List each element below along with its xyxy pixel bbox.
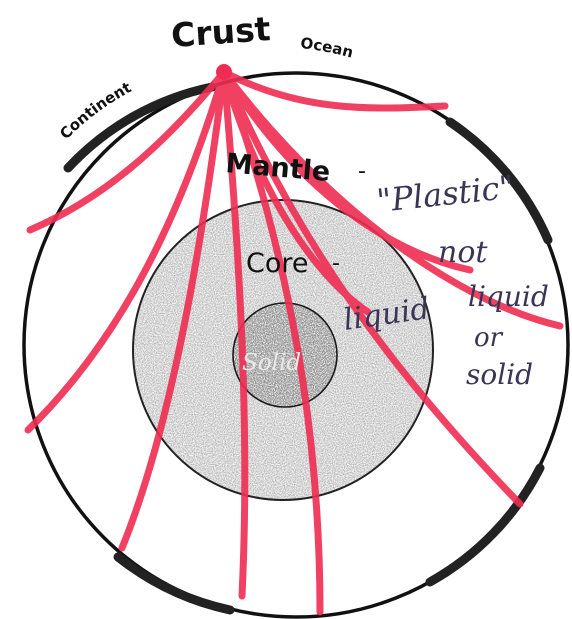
- core-label: Core: [246, 248, 309, 279]
- core-dash: -: [332, 251, 340, 276]
- note-line-solid: solid: [466, 358, 533, 391]
- solid-label: Solid: [242, 350, 301, 376]
- note-line-or: or: [474, 323, 504, 353]
- note-line-not: not: [438, 235, 488, 270]
- note-line-liquid: liquid: [468, 280, 549, 313]
- mantle-dash: -: [358, 159, 366, 184]
- epicenter-marker: [216, 64, 232, 80]
- ocean-label: Ocean: [300, 34, 356, 62]
- continent-label: Continent: [56, 78, 134, 142]
- crust-label: Crust: [170, 9, 272, 55]
